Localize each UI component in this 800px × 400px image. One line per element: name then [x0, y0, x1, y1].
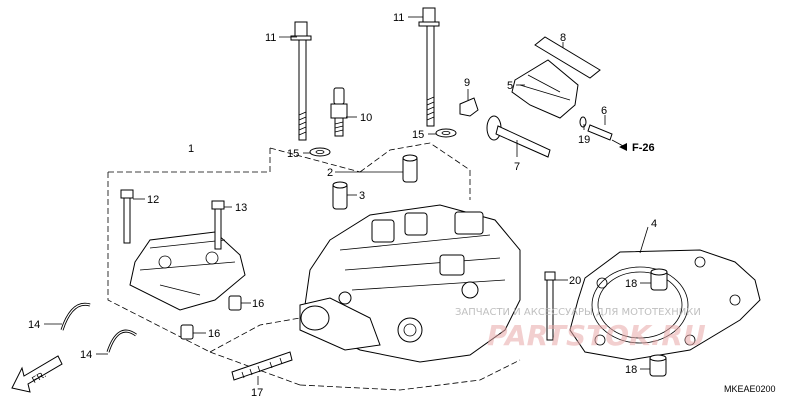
label-part-16a: 16	[252, 298, 264, 310]
label-part-15a: 15	[287, 148, 299, 160]
label-part-18b: 18	[625, 364, 637, 376]
label-part-14a: 14	[28, 319, 40, 331]
label-part-6: 6	[601, 105, 607, 117]
rocker-shaft-8	[534, 36, 601, 79]
bolt-20	[544, 271, 556, 341]
label-part-13: 13	[235, 202, 247, 214]
washer-15b	[435, 128, 457, 138]
cylinder-head	[299, 204, 521, 363]
label-part-14b: 14	[80, 349, 92, 361]
dowel-pin-18a	[650, 268, 668, 291]
label-part-18a: 18	[625, 278, 637, 290]
watermark-subtitle: ЗАПЧАСТИ И АКСЕССУАРЫ ДЛЯ МОТОТЕХНИКИ	[455, 307, 701, 318]
bolt-13	[211, 200, 225, 250]
o-ring-19	[579, 116, 587, 128]
cylinder-head-gasket	[569, 249, 761, 361]
label-part-3: 3	[359, 190, 365, 202]
watermark-logo: PARTSTOK.RU	[487, 319, 706, 352]
dowel-16a	[228, 295, 242, 311]
camshaft-holder	[129, 231, 246, 311]
label-part-9: 9	[464, 77, 470, 89]
dowel-pin-18b	[649, 354, 667, 377]
label-part-12: 12	[147, 194, 159, 206]
diagram-code: MKEAE0200	[724, 384, 776, 394]
label-part-19: 19	[578, 134, 590, 146]
label-part-16b: 16	[208, 328, 220, 340]
spark-plug-10	[330, 87, 348, 137]
head-bolt-11a	[290, 21, 312, 141]
label-part-4: 4	[651, 218, 657, 230]
label-part-7: 7	[514, 161, 520, 173]
stud-17	[231, 351, 293, 381]
clamp-9	[459, 97, 479, 117]
dowel-2	[402, 154, 418, 183]
label-part-11b: 11	[393, 12, 404, 24]
pin-6	[587, 124, 613, 141]
oil-seal-clip-14b	[106, 329, 137, 353]
dowel-16b	[180, 324, 194, 340]
washer-15a	[309, 147, 331, 157]
oil-seal-clip-14a	[60, 302, 91, 331]
valve-7	[486, 115, 551, 158]
label-part-20: 20	[569, 275, 581, 287]
label-part-1: 1	[188, 143, 194, 155]
label-part-11a: 11	[265, 32, 276, 44]
label-part-2: 2	[327, 167, 333, 179]
label-part-8: 8	[560, 32, 566, 44]
front-direction-arrow	[11, 355, 63, 393]
head-bolt-11b	[418, 7, 440, 127]
bolt-12	[120, 189, 134, 244]
dowel-3	[332, 181, 348, 210]
label-part-5: 5	[507, 80, 513, 92]
label-part-15b: 15	[412, 129, 424, 141]
label-part-17: 17	[251, 387, 263, 399]
leader-lines	[44, 16, 651, 385]
reference-label: F-26	[632, 142, 655, 154]
reference-arrow	[619, 143, 627, 151]
label-part-10: 10	[360, 112, 372, 124]
rocker-arm-5	[511, 59, 579, 119]
